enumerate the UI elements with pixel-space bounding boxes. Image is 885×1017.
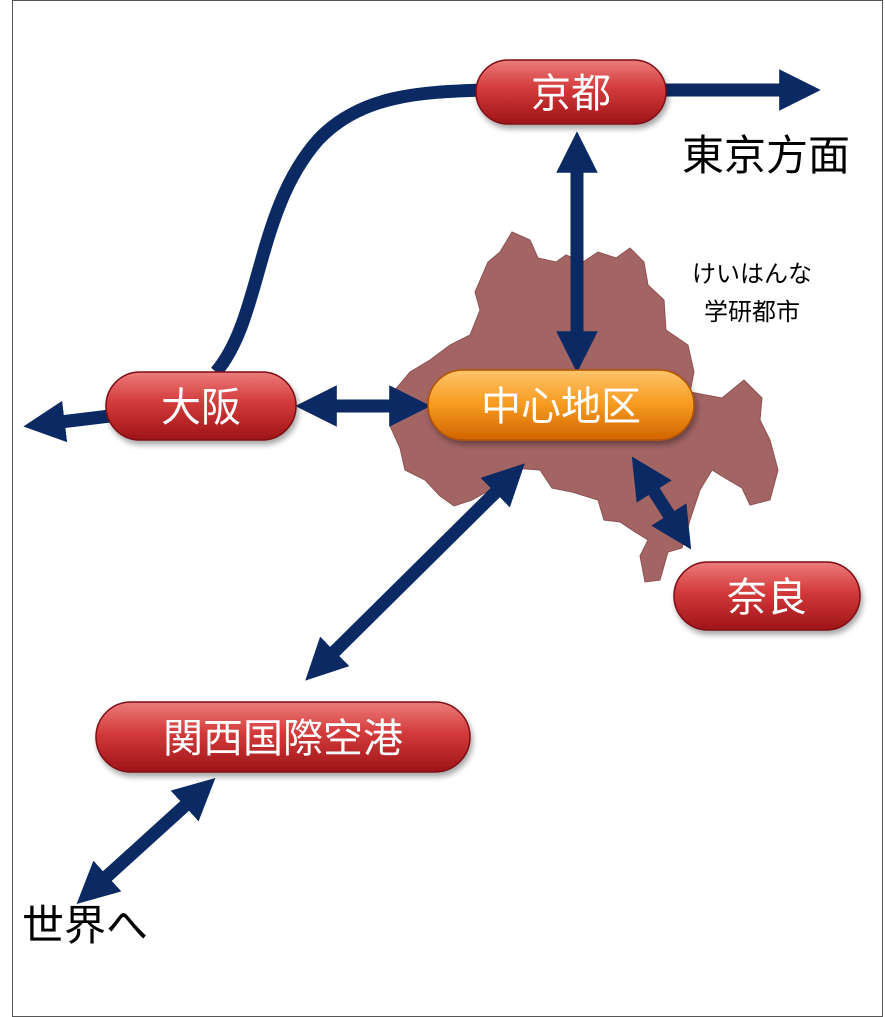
label-tokyo-direction: 東京方面 — [682, 131, 850, 180]
label-keihanna-line1: けいはんな — [692, 260, 812, 288]
arrows — [23, 69, 821, 904]
label-to-world: 世界へ — [22, 901, 148, 950]
node-center-label: 中心地区 — [481, 384, 641, 430]
node-osaka-label: 大阪 — [161, 385, 241, 431]
node-kansai-airport: 関西国際空港 — [95, 701, 471, 773]
node-nara-label: 奈良 — [727, 575, 807, 621]
arrow-osaka-west — [23, 400, 111, 443]
arrow-center-nara — [631, 456, 692, 550]
node-kyoto-label: 京都 — [531, 71, 611, 117]
arrow-airport-world — [76, 778, 216, 904]
node-osaka: 大阪 — [105, 371, 297, 441]
node-kyoto: 京都 — [475, 59, 667, 125]
arrow-osaka-kyoto — [210, 83, 485, 377]
node-nara: 奈良 — [673, 561, 861, 631]
node-kansai-airport-label: 関西国際空港 — [163, 716, 403, 762]
node-center: 中心地区 — [427, 369, 695, 441]
label-keihanna-line2: 学研都市 — [704, 298, 800, 326]
arrow-center-airport — [305, 463, 525, 681]
